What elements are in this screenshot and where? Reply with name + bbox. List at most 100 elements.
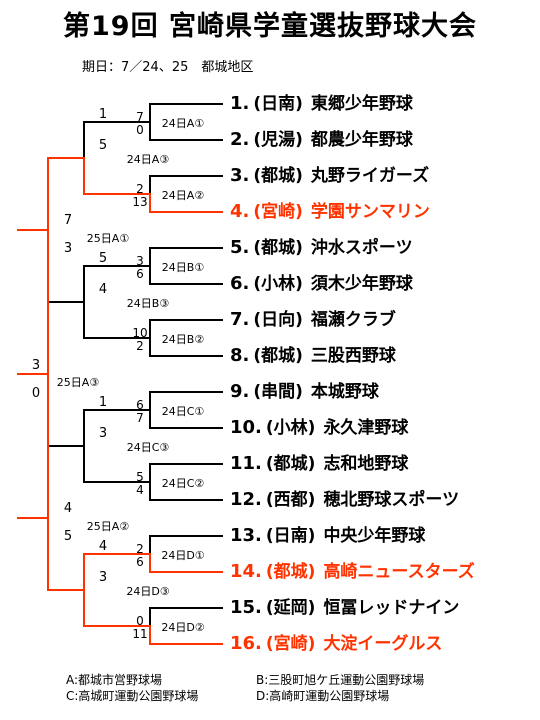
team-name: 高崎ニュースターズ [323, 562, 475, 582]
r2-score-bottom: 3 [99, 570, 107, 585]
r1-score-bottom: 13 [132, 195, 147, 209]
final-score-bottom: 0 [32, 386, 40, 401]
team-name: 沖水スポーツ [310, 238, 413, 258]
team-name: 学園サンマリン [310, 202, 430, 222]
r2-match-label: 24日C③ [127, 441, 170, 454]
team-entry: 11.(都城)志和地野球 [230, 451, 408, 477]
team-seed-number: 10. [230, 417, 262, 438]
team-region: (都城) [265, 454, 316, 474]
r1-match-label: 24日A② [162, 189, 205, 202]
team-name: 穂北野球スポーツ [323, 490, 460, 510]
team-entry: 16.(宮崎) 大淀イーグルス [230, 631, 442, 657]
team-seed-number: 7. [230, 309, 250, 330]
venue-legend: A:都城市営野球場 B:三股町旭ケ丘運動公園野球場 C:高城町運動公園野球場 D… [66, 672, 446, 704]
r1-match-label: 24日B② [162, 333, 205, 346]
team-seed-number: 1. [230, 93, 250, 114]
team-seed-number: 5. [230, 237, 250, 258]
team-region: (都城) [265, 562, 316, 582]
team-region: (児湯) [253, 130, 303, 150]
r2-score-top: 1 [99, 395, 107, 410]
team-seed-number: 16. [230, 633, 262, 654]
team-region: (都城) [253, 166, 303, 186]
team-region: (日南) [265, 526, 316, 546]
r1-score-top: 3 [136, 254, 144, 268]
team-region: (延岡) [265, 598, 316, 618]
team-region: (小林) [265, 418, 316, 438]
r2-match-label: 24日A③ [127, 153, 170, 166]
team-region: (宮崎) [265, 634, 316, 654]
team-seed-number: 12. [230, 489, 262, 510]
team-entry: 13.(日南) 中央少年野球 [230, 523, 425, 549]
team-name: 三股西野球 [310, 346, 396, 366]
team-region: (都城) [253, 238, 303, 258]
team-entry: 4.(宮崎) 学園サンマリン [230, 199, 430, 225]
r2-match-label: 24日D③ [126, 585, 169, 598]
team-seed-number: 9. [230, 381, 250, 402]
r3-score-top: 4 [64, 501, 72, 516]
r2-score-bottom: 4 [99, 282, 107, 297]
team-seed-number: 14. [230, 561, 262, 582]
team-name: 恒冨レッドナイン [323, 598, 460, 618]
team-name: 大淀イーグルス [323, 634, 443, 654]
r1-score-bottom: 0 [136, 123, 144, 137]
r1-score-bottom: 4 [136, 483, 144, 497]
team-name: 都農少年野球 [310, 130, 413, 150]
r1-score-top: 7 [136, 110, 144, 124]
team-seed-number: 8. [230, 345, 250, 366]
team-seed-number: 3. [230, 165, 250, 186]
team-name: 本城野球 [310, 382, 379, 402]
team-name: 永久津野球 [323, 418, 409, 438]
team-name: 須木少年野球 [310, 274, 413, 294]
r2-score-top: 4 [99, 539, 107, 554]
legend-venue-d: D:高崎町運動公園野球場 [256, 689, 390, 703]
r2-score-top: 1 [99, 107, 107, 122]
team-name: 中央少年野球 [323, 526, 426, 546]
tournament-dates: 期日：7／24、25 都城地区 [82, 60, 254, 75]
r1-score-bottom: 6 [136, 555, 144, 569]
legend-venue-c: C:高城町運動公園野球場 [66, 689, 199, 703]
team-entry: 1.(日南) 東郷少年野球 [230, 91, 413, 117]
r1-match-label: 24日D② [161, 621, 204, 634]
r3-match-label: 25日A① [87, 232, 130, 245]
r3-match-label: 25日A② [87, 520, 130, 533]
team-entry: 12.(西都) 穂北野球スポーツ [230, 487, 459, 513]
r3-score-bottom: 3 [64, 241, 72, 256]
team-entry: 8.(都城) 三股西野球 [230, 343, 396, 369]
team-region: (西都) [265, 490, 316, 510]
team-entry: 5.(都城) 沖水スポーツ [230, 235, 413, 261]
team-region: (宮崎) [253, 202, 303, 222]
r3-score-bottom: 5 [64, 529, 72, 544]
r1-score-top: 0 [136, 614, 144, 628]
team-seed-number: 13. [230, 525, 262, 546]
r1-match-label: 24日C② [162, 477, 205, 490]
legend-venue-a: A:都城市営野球場 [66, 673, 163, 687]
team-region: (日南) [253, 94, 303, 114]
r1-score-bottom: 11 [132, 627, 147, 641]
r1-score-top: 2 [136, 542, 144, 556]
r1-score-top: 2 [136, 182, 144, 196]
r1-score-bottom: 2 [136, 339, 144, 353]
team-region: (小林) [253, 274, 303, 294]
r2-match-label: 24日B③ [127, 297, 170, 310]
r1-match-label: 24日A① [162, 117, 205, 130]
final-match-label: 25日A③ [57, 376, 100, 389]
r2-score-bottom: 5 [99, 138, 107, 153]
team-seed-number: 4. [230, 201, 250, 222]
team-region: (都城) [253, 346, 303, 366]
team-seed-number: 6. [230, 273, 250, 294]
team-name: 丸野ライガーズ [310, 166, 430, 186]
team-entry: 10.(小林) 永久津野球 [230, 415, 408, 441]
r1-match-label: 24日D① [161, 549, 204, 562]
r1-match-label: 24日B① [162, 261, 205, 274]
final-score-top: 3 [32, 358, 40, 373]
r2-score-bottom: 3 [99, 426, 107, 441]
team-name: 東郷少年野球 [310, 94, 413, 114]
r2-score-top: 5 [99, 251, 107, 266]
page-title: 第19回 宮崎県学童選抜野球大会 [63, 11, 477, 42]
r1-score-bottom: 6 [136, 267, 144, 281]
team-entry: 3.(都城) 丸野ライガーズ [230, 163, 429, 189]
r1-match-label: 24日C① [162, 405, 205, 418]
r1-score-top: 10 [132, 326, 147, 340]
r1-score-top: 5 [136, 470, 144, 484]
